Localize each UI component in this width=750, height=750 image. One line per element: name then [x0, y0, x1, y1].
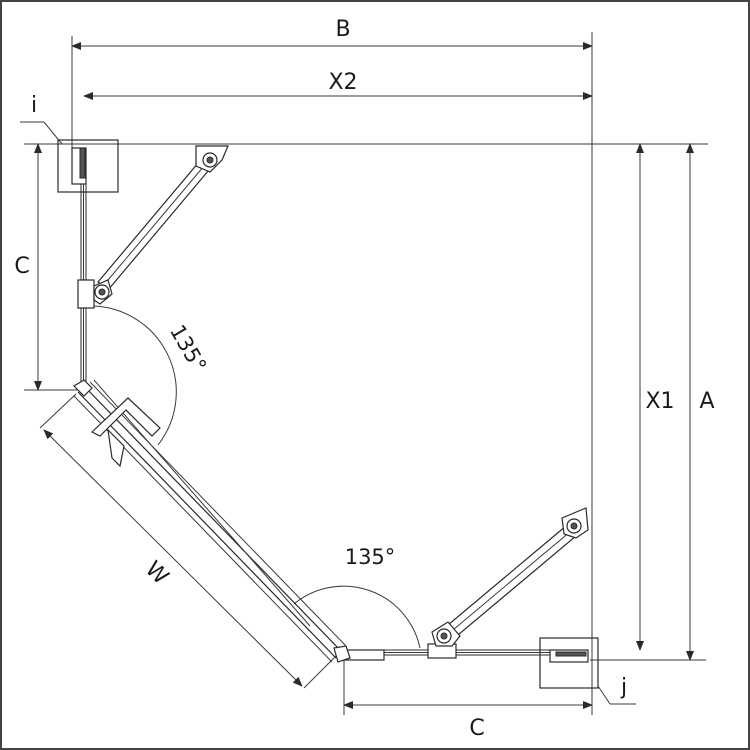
label-i: i	[31, 93, 37, 118]
dimension-w: W	[39, 393, 341, 689]
angle-lower: 135°	[293, 545, 421, 649]
label-c-left: C	[14, 254, 29, 279]
dimension-x1: X1	[636, 143, 675, 651]
dimension-c-bottom: C	[343, 701, 593, 741]
dimension-a: A	[686, 143, 715, 661]
label-x1: X1	[645, 389, 674, 414]
label-c-bottom: C	[469, 716, 484, 741]
dimension-x2: X2	[83, 70, 593, 100]
door-handle	[90, 397, 161, 468]
door-end-caps	[73, 379, 385, 663]
label-j: j	[620, 675, 627, 700]
dimension-c-left: C	[14, 143, 42, 391]
label-a: A	[699, 389, 714, 414]
label-w: W	[140, 557, 173, 590]
wall-bracket-i: i	[20, 93, 119, 193]
dimension-b: B	[71, 17, 593, 50]
diagonal-door-panel	[73, 379, 347, 663]
upper-stabilizer-bar	[77, 145, 229, 309]
label-x2: X2	[328, 70, 357, 95]
lower-stabilizer-bar	[427, 507, 589, 659]
label-b: B	[335, 17, 350, 42]
label-angle-upper: 135°	[165, 321, 211, 377]
label-angle-lower: 135°	[345, 545, 396, 569]
wall-bracket-j: j	[539, 637, 636, 705]
extension-lines	[24, 32, 708, 715]
